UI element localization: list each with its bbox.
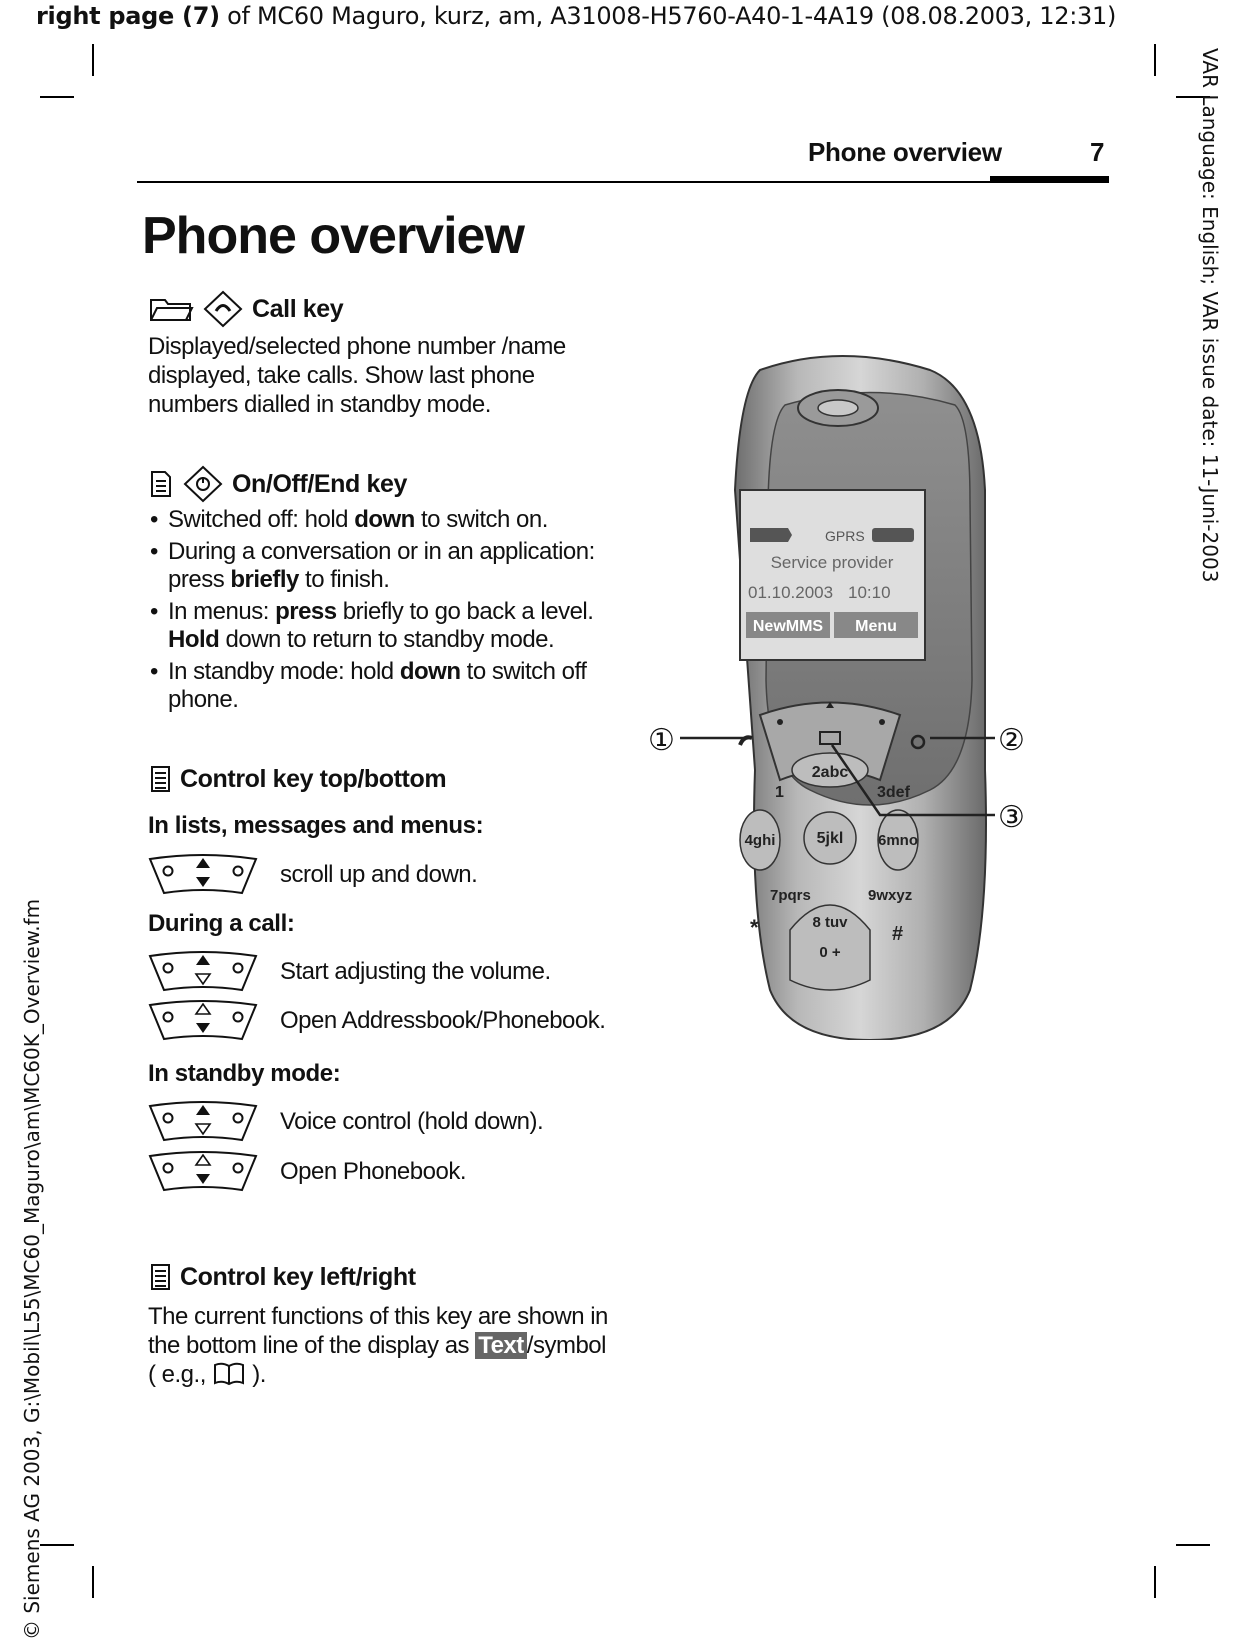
control-key-up-icon	[148, 1101, 258, 1142]
svg-text:6mno: 6mno	[878, 832, 918, 849]
standby-row-2: Open Phonebook.	[148, 1150, 467, 1194]
call-row-2: Open Addressbook/Phonebook.	[148, 999, 606, 1043]
phone-end-key	[910, 734, 926, 750]
callout-1: ①	[648, 723, 675, 758]
lists-heading: In lists, messages and menus:	[148, 812, 484, 839]
header-rule	[137, 181, 1109, 183]
end-key-heading: On/Off/End key	[148, 464, 407, 504]
side-language-note: VAR Language: English; VAR issue date: 1…	[1198, 48, 1222, 583]
svg-text:4ghi: 4ghi	[745, 832, 776, 849]
svg-text:3def: 3def	[877, 784, 911, 801]
lists-item: scroll up and down.	[280, 861, 478, 888]
display-date: 01.10.2003	[748, 583, 833, 602]
standby-row-1: Voice control (hold down).	[148, 1100, 544, 1144]
running-head-title: Phone overview	[808, 137, 1002, 167]
crop-mark-bl-v	[92, 1566, 94, 1598]
document-icon	[151, 1264, 170, 1290]
crop-mark-tl-v	[92, 44, 94, 76]
standby-heading: In standby mode:	[148, 1060, 341, 1087]
standby-item-1: Voice control (hold down).	[280, 1108, 544, 1135]
document-icon	[151, 471, 171, 497]
call-row-1: Start adjusting the volume.	[148, 950, 551, 994]
control-left-right-description: The current functions of this key are sh…	[148, 1303, 608, 1388]
softkey-right	[834, 612, 918, 638]
svg-text:5jkl: 5jkl	[817, 830, 844, 847]
svg-text:#: #	[892, 923, 903, 945]
battery-icon	[872, 528, 914, 542]
control-left-right-heading: Control key left/right	[148, 1262, 416, 1292]
crop-mark-br-v	[1154, 1566, 1156, 1598]
call-key-description: Displayed/selected phone number /name di…	[148, 333, 566, 418]
crop-mark-br-h	[1176, 1544, 1210, 1546]
softkey-left-label: NewMMS	[753, 618, 824, 635]
svg-text:1: 1	[775, 784, 784, 801]
softkey-right-label: Menu	[855, 618, 897, 635]
crop-mark-tr-v	[1154, 44, 1156, 76]
call-heading: During a call:	[148, 910, 295, 937]
phone-book-icon	[819, 731, 841, 745]
end-key-icon	[183, 465, 223, 503]
call-key-heading: Call key	[148, 289, 344, 329]
lists-row: scroll up and down.	[148, 853, 478, 897]
book-icon	[214, 1362, 245, 1386]
control-key-down-icon	[148, 1151, 258, 1192]
document-icon	[151, 766, 170, 792]
bullet-item: In menus: press briefly to go back a lev…	[148, 598, 613, 654]
svg-text:*: *	[750, 915, 759, 940]
svg-text:7pqrs: 7pqrs	[770, 887, 811, 904]
svg-text:9wxyz: 9wxyz	[868, 887, 912, 904]
callout-2: ②	[998, 723, 1025, 758]
signal-icon	[750, 528, 792, 542]
display-time: 10:10	[848, 583, 891, 602]
bullet-item: During a conversation or in an applicati…	[148, 538, 613, 594]
print-header: right page (7) of MC60 Maguro, kurz, am,…	[36, 2, 1117, 30]
control-top-bottom-title: Control key top/bottom	[180, 764, 447, 793]
softkey-left	[746, 612, 830, 638]
svg-text:8 tuv: 8 tuv	[812, 914, 848, 931]
control-left-right-title: Control key left/right	[180, 1262, 416, 1291]
svg-text:2abc: 2abc	[812, 764, 849, 781]
bullet-item: In standby mode: hold down to switch off…	[148, 658, 613, 714]
crop-mark-tl-h	[40, 96, 74, 98]
phone-illustration: GPRS Service provider 01.10.2003 10:10 N…	[648, 355, 1025, 1040]
control-key-down-icon	[148, 1000, 258, 1041]
callout-3: ③	[998, 800, 1025, 835]
end-key-bullets: Switched off: hold down to switch on. Du…	[148, 506, 613, 714]
control-key-up-icon	[148, 951, 258, 992]
page-title: Phone overview	[142, 207, 525, 265]
control-top-bottom-heading: Control key top/bottom	[148, 764, 447, 794]
control-key-icon	[148, 854, 258, 895]
svg-text:0 +: 0 +	[819, 944, 841, 961]
call-key-title: Call key	[252, 294, 344, 323]
call-key-icon	[203, 290, 243, 328]
display-provider: Service provider	[771, 553, 894, 572]
end-key-title: On/Off/End key	[232, 469, 407, 498]
page-number: 7	[1090, 137, 1105, 167]
text-softkey-sample: Text	[475, 1332, 527, 1359]
side-copyright-path: © Siemens AG 2003, G:\Mobil\L55\MC60_Mag…	[20, 898, 44, 1640]
standby-item-2: Open Phonebook.	[280, 1158, 467, 1185]
crop-mark-bl-h	[40, 1544, 74, 1546]
call-item-2: Open Addressbook/Phonebook.	[280, 1007, 606, 1034]
call-item-1: Start adjusting the volume.	[280, 958, 551, 985]
gprs-label: GPRS	[825, 528, 865, 544]
crop-mark-tr-h	[1176, 96, 1210, 98]
folder-icon	[150, 299, 194, 321]
bullet-item: Switched off: hold down to switch on.	[148, 506, 613, 534]
header-rule-tab	[990, 176, 1109, 182]
